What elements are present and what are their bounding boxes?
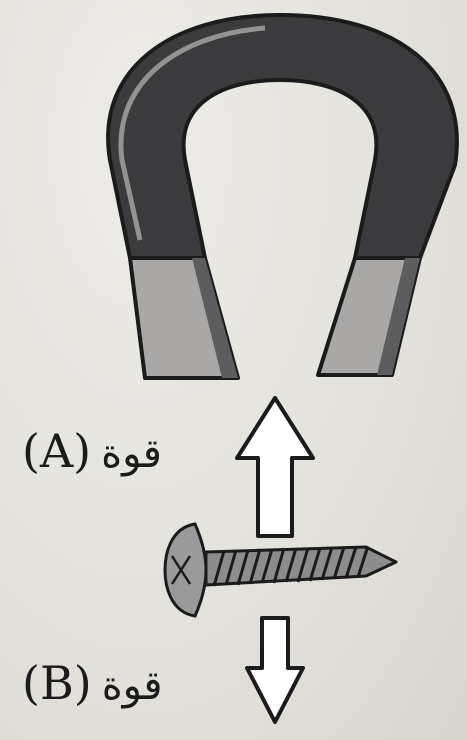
magnet-left-pole-edge — [192, 258, 238, 378]
force-a-letter: (A) — [22, 424, 92, 478]
screw-icon — [163, 522, 398, 618]
horseshoe-magnet-icon — [106, 13, 459, 380]
force-a-word: قوة — [101, 431, 162, 477]
screw-head-slot — [170, 555, 192, 585]
arrow-down-icon — [245, 616, 305, 724]
screw-head — [163, 522, 208, 618]
force-b-letter: (B) — [22, 656, 92, 710]
force-b-label: (B) قوة — [22, 660, 162, 706]
magnet-right-pole-edge — [377, 258, 420, 375]
force-b-word: قوة — [101, 663, 163, 709]
arrow-up-icon — [235, 396, 315, 538]
magnet-highlight — [118, 25, 266, 241]
magnet-body — [106, 13, 459, 260]
screw-threads — [212, 546, 369, 587]
force-a-label: (A) قوة — [22, 428, 162, 474]
